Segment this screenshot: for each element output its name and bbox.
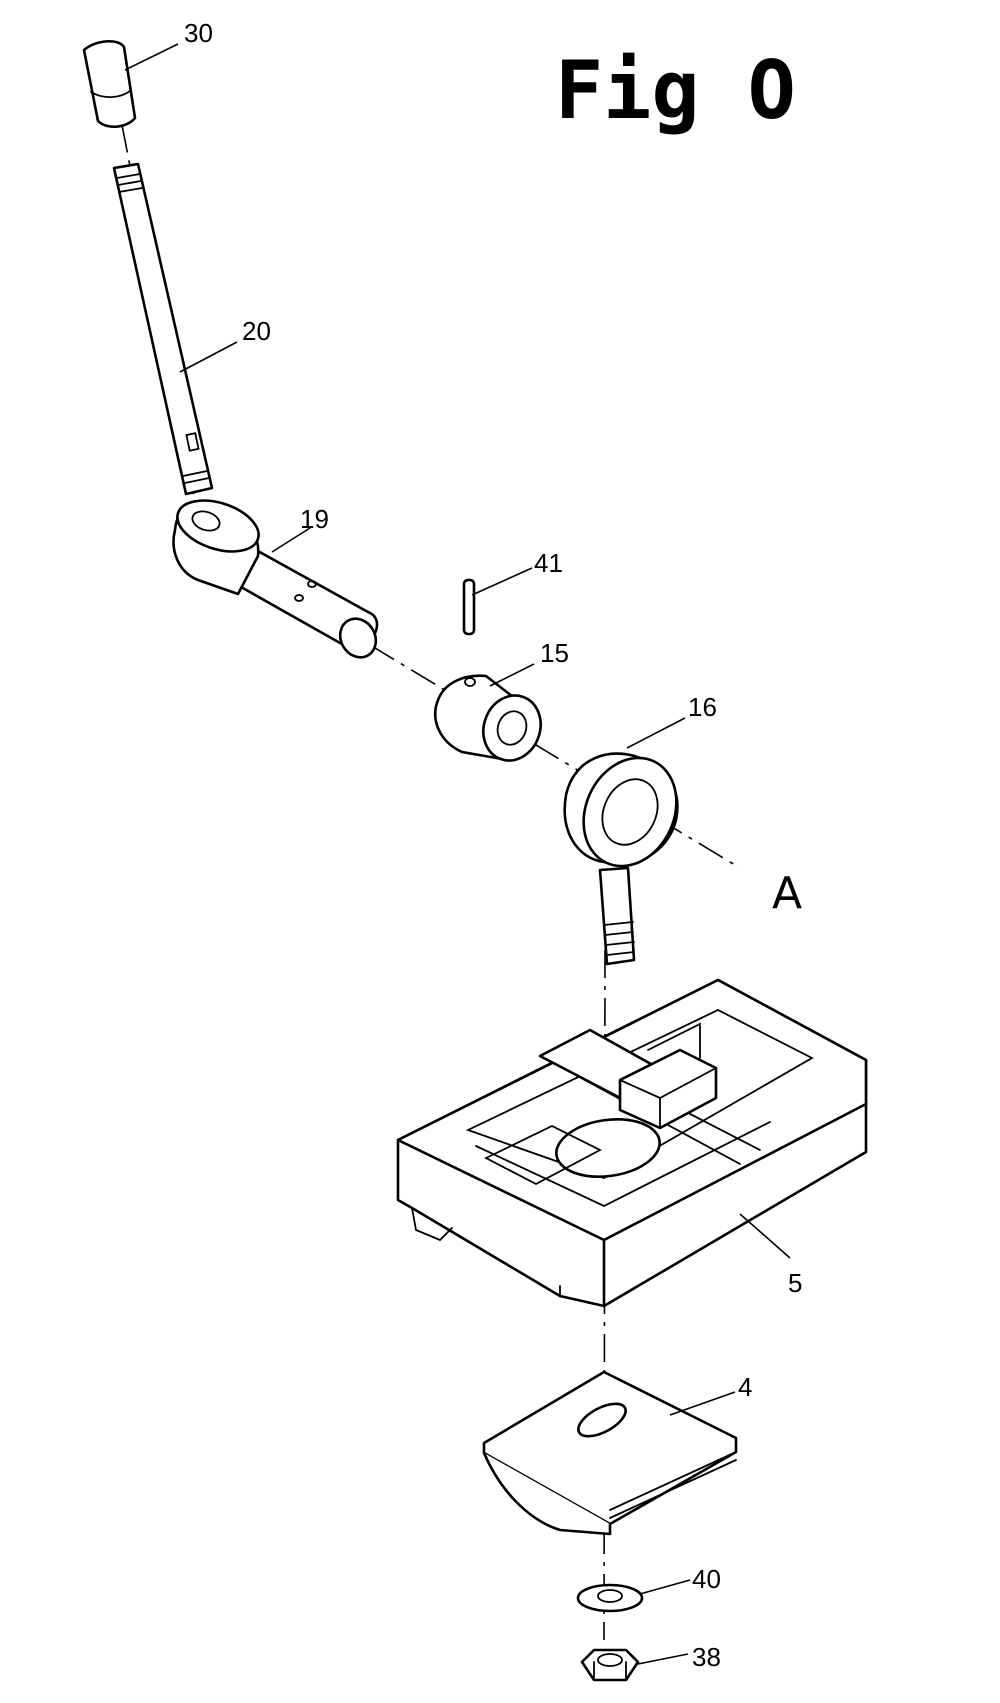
callout-20: 20 — [242, 316, 271, 346]
callout-labels: 30 20 19 41 15 16 5 4 40 38 A — [184, 18, 802, 1672]
knob-part-30 — [82, 40, 137, 128]
callout-30: 30 — [184, 18, 213, 48]
leader-lines — [124, 43, 791, 1665]
axis-label-a: A — [772, 868, 802, 919]
washer-part-40 — [576, 1583, 644, 1613]
eye-bolt-part-16 — [563, 752, 679, 966]
callout-19: 19 — [300, 504, 329, 534]
horizontal-axis-a — [369, 644, 741, 869]
callout-4: 4 — [738, 1372, 752, 1402]
rod-part-20 — [112, 162, 214, 496]
hex-nut-part-38 — [580, 1648, 640, 1682]
callout-38: 38 — [692, 1642, 721, 1672]
callout-40: 40 — [692, 1564, 721, 1594]
callout-5: 5 — [788, 1268, 802, 1298]
callout-41: 41 — [534, 548, 563, 578]
crank-arm-part-19 — [172, 499, 379, 659]
bushing-part-15 — [433, 674, 542, 762]
figure-title: Fig O — [555, 44, 796, 137]
pin-part-41 — [462, 578, 476, 636]
clamp-plate-part-4 — [482, 1370, 738, 1536]
callout-15: 15 — [540, 638, 569, 668]
callout-16: 16 — [688, 692, 717, 722]
vise-base-part-5 — [396, 978, 868, 1308]
